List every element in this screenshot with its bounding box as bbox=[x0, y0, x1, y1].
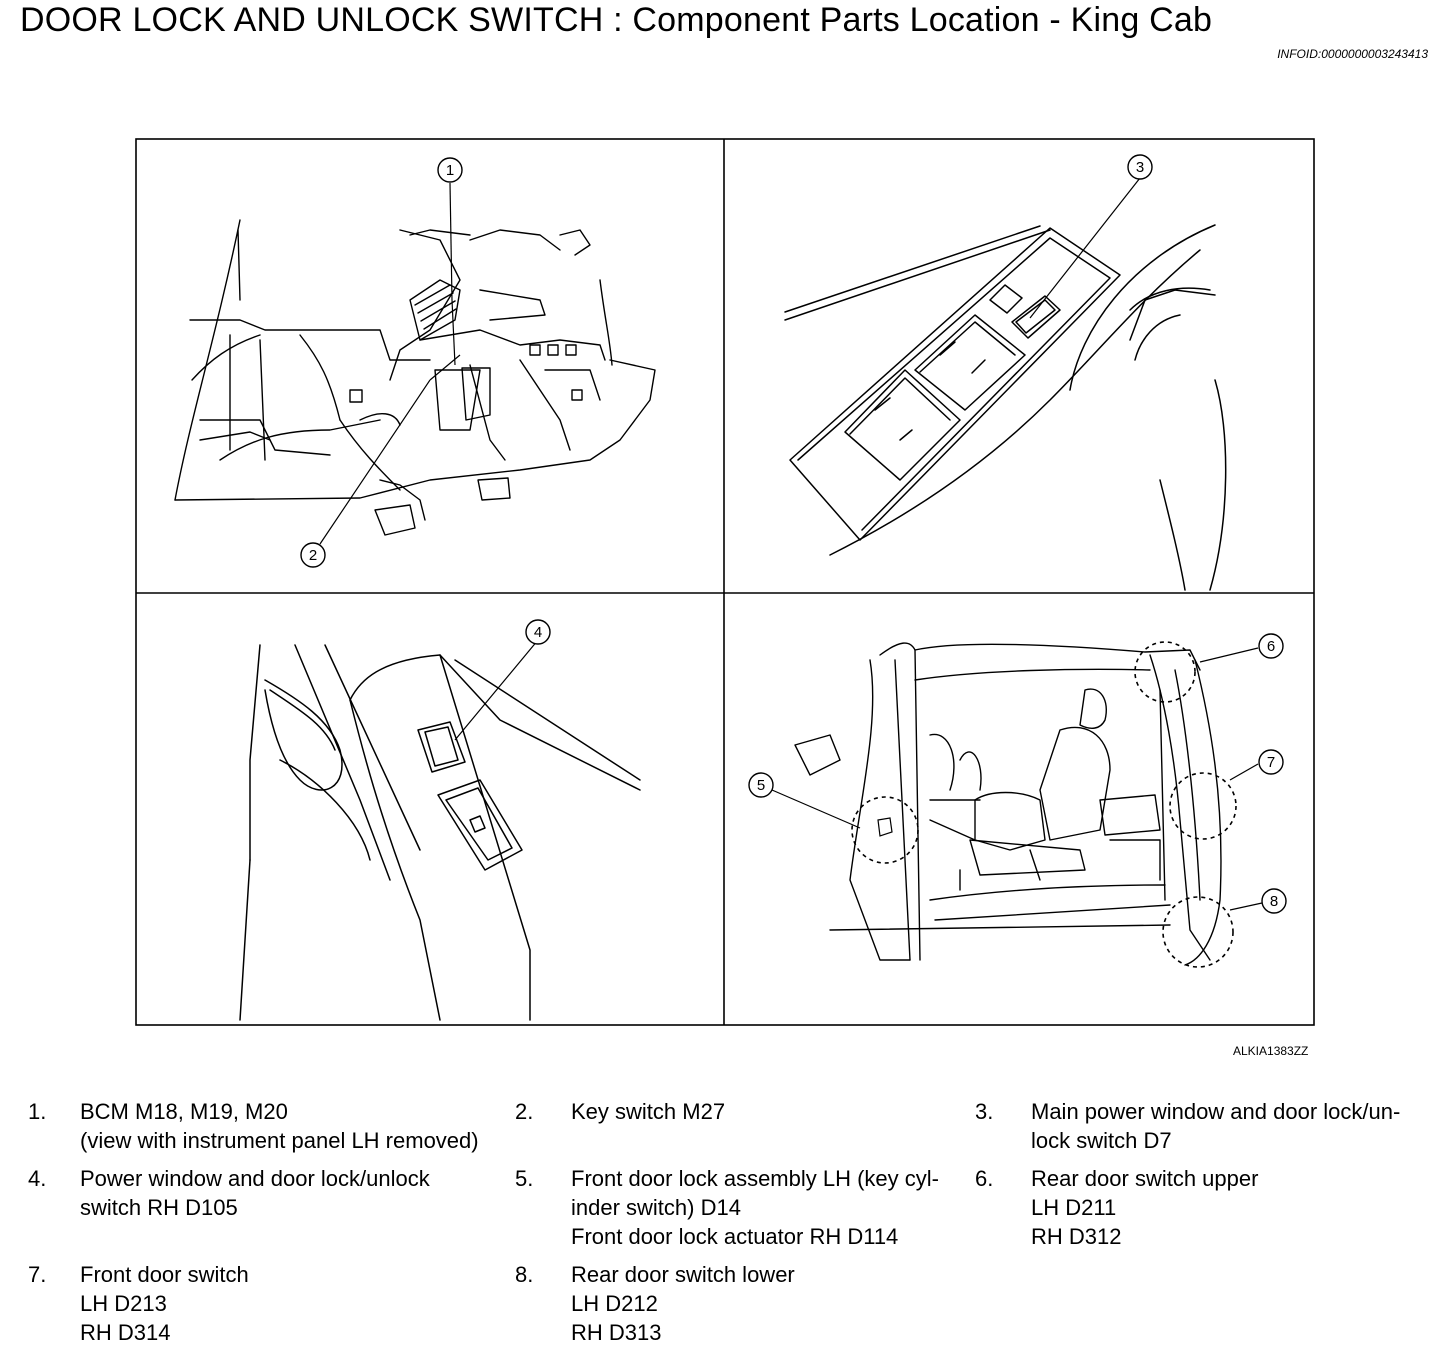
callout-8-label: 8 bbox=[1270, 893, 1278, 910]
callout-7-label: 7 bbox=[1267, 754, 1275, 771]
callout-2 bbox=[300, 542, 326, 568]
legend-text-1: BCM M18, M19, M20(view with instrument p… bbox=[80, 1099, 479, 1153]
callout-1 bbox=[437, 157, 463, 183]
legend-num-5: 5. bbox=[515, 1166, 534, 1191]
callout-1-label: 1 bbox=[446, 162, 454, 179]
callout-4 bbox=[525, 619, 551, 645]
legend-text-5: Front door lock assembly LH (key cyl-ind… bbox=[571, 1166, 939, 1249]
info-id: INFOID:0000000003243413 bbox=[1277, 47, 1428, 61]
callout-6-label: 6 bbox=[1267, 638, 1275, 655]
callout-2-label: 2 bbox=[309, 547, 317, 564]
figure-code: ALKIA1383ZZ bbox=[1233, 1044, 1309, 1058]
panel-main-pw-switch bbox=[784, 224, 1227, 591]
callout-4-label: 4 bbox=[534, 624, 542, 641]
legend-num-7: 7. bbox=[28, 1262, 47, 1287]
legend-num-6: 6. bbox=[975, 1166, 994, 1191]
legend-num-2: 2. bbox=[515, 1099, 534, 1124]
callout-3 bbox=[1127, 154, 1153, 180]
panel-cabin-view bbox=[794, 642, 1222, 966]
page-title: DOOR LOCK AND UNLOCK SWITCH : Component … bbox=[20, 1, 1213, 39]
legend-num-1: 1. bbox=[28, 1099, 47, 1124]
legend-num-3: 3. bbox=[975, 1099, 994, 1124]
callout-zones bbox=[851, 641, 1237, 968]
callout-7 bbox=[1258, 749, 1284, 775]
legend-num-8: 8. bbox=[515, 1262, 534, 1287]
callout-6 bbox=[1258, 633, 1284, 659]
panel-frames bbox=[135, 138, 1315, 1026]
legend-text-2: Key switch M27 bbox=[571, 1099, 726, 1124]
panel-rh-pw-switch bbox=[239, 644, 641, 1021]
panel-bcm-key-switch bbox=[174, 219, 656, 536]
component-location-figure: 1 2 3 4 5 6 7 8 bbox=[135, 138, 1315, 1026]
callout-5-label: 5 bbox=[757, 777, 765, 794]
callout-5 bbox=[748, 772, 774, 798]
callout-8 bbox=[1261, 888, 1287, 914]
callout-3-label: 3 bbox=[1136, 159, 1144, 176]
legend-num-4: 4. bbox=[28, 1166, 47, 1191]
callouts bbox=[300, 154, 1287, 914]
legend-text-3: Main power window and door lock/un-lock … bbox=[1031, 1099, 1401, 1153]
